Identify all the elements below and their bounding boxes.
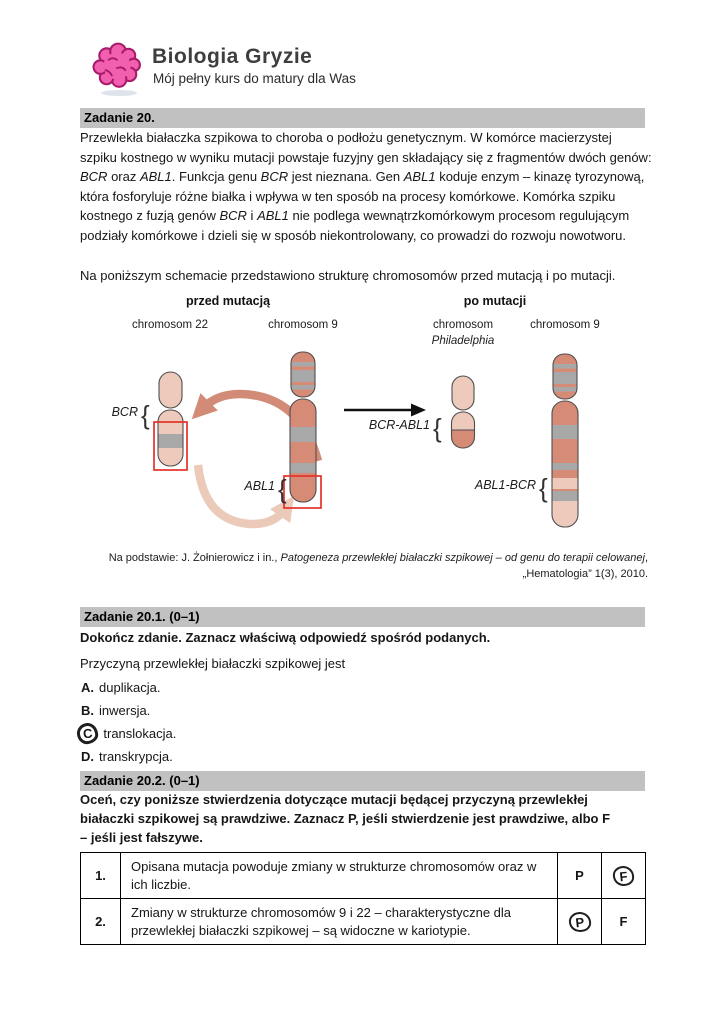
task-20-2-instruction: Oceń, czy poniższe stwierdzenia dotycząc… [80, 792, 611, 845]
option-d[interactable]: D. transkrypcja. [81, 745, 176, 768]
task-20-2-heading: Zadanie 20.2. (0–1) [80, 771, 645, 791]
row-2-f-cell[interactable]: F [601, 898, 646, 945]
label-bcr-abl1: BCR-ABL1 [369, 418, 430, 432]
label-chr22: chromosom 22 [132, 319, 208, 331]
option-d-text: transkrypcja. [99, 749, 173, 764]
label-abl1: ABL1 [243, 479, 275, 493]
option-a[interactable]: A. duplikacja. [81, 676, 176, 699]
task-20-heading: Zadanie 20. [80, 108, 645, 128]
label-chr9-before: chromosom 9 [268, 319, 338, 331]
row-2-p-cell[interactable]: P [557, 898, 602, 945]
brand-tagline: Mój pełny kurs do matury dla Was [153, 71, 356, 86]
row-2-statement: Zmiany w strukturze chromosomów 9 i 22 –… [120, 898, 558, 945]
option-c-selected[interactable]: C translokacja. [75, 721, 177, 746]
source-citation: Na podstawie: J. Żołnierowicz i in., Pat… [108, 552, 648, 580]
row-1-statement: Opisana mutacja powoduje zmiany w strukt… [120, 852, 558, 899]
label-bcr: BCR [112, 405, 138, 419]
translocation-arrow-down [193, 464, 295, 529]
row-2-f: F [619, 914, 628, 929]
table-row-1: 1. Opisana mutacja powoduje zmiany w str… [80, 852, 646, 899]
task-20-1-heading: Zadanie 20.1. (0–1) [80, 607, 645, 627]
before-mutation-title: przed mutacją [186, 294, 271, 308]
row-1-p: P [575, 868, 584, 883]
chromosome-diagram: przed mutacją po mutacji chromosom 22 ch… [112, 294, 600, 529]
option-c-letter-circled: C [75, 721, 100, 746]
after-mutation-title: po mutacji [464, 294, 527, 308]
philadelphia-chromosome-shape [450, 375, 476, 449]
abl1-brace: { [278, 474, 287, 504]
row-1-f-circled: F [612, 864, 635, 887]
bcr-region-box [153, 421, 188, 471]
label-chr9-after: chromosom 9 [530, 319, 600, 331]
option-a-text: duplikacja. [99, 680, 161, 695]
chromosome-9-before-shape [289, 351, 317, 503]
row-1-number: 1. [80, 852, 121, 899]
brand-title: Biologia Gryzie [152, 45, 313, 68]
logo-shadow [101, 90, 137, 96]
option-b-letter: B. [81, 703, 94, 718]
option-a-letter: A. [81, 680, 94, 695]
true-false-table: 1. Opisana mutacja powoduje zmiany w str… [80, 852, 646, 945]
label-philadelphia-2: Philadelphia [432, 335, 495, 347]
row-1-p-cell[interactable]: P [557, 852, 602, 899]
abl1-region-box [283, 475, 322, 509]
brain-logo-icon [92, 42, 141, 88]
table-row-2: 2. Zmiany w strukturze chromosomów 9 i 2… [80, 898, 646, 945]
row-1-f-cell[interactable]: F [601, 852, 646, 899]
label-abl1-bcr: ABL1-BCR [474, 478, 536, 492]
mutation-arrow [344, 403, 426, 417]
chromosome-9-after-shape [551, 353, 579, 528]
option-d-letter: D. [81, 749, 94, 764]
chromosome-22-shape [157, 371, 184, 467]
schema-intro: Na poniższym schemacie przedstawiono str… [80, 268, 616, 283]
bcr-abl1-brace: { [433, 413, 442, 443]
option-b[interactable]: B. inwersja. [81, 699, 176, 722]
row-2-number: 2. [80, 898, 121, 945]
abl1-bcr-brace: { [539, 473, 548, 503]
bcr-brace: { [141, 400, 150, 430]
option-b-text: inwersja. [99, 703, 151, 718]
task-20-1-stem: Przyczyną przewlekłej białaczki szpikowe… [80, 656, 346, 671]
answer-options: A. duplikacja. B. inwersja. C translokac… [75, 676, 177, 768]
task-20-1-instruction: Dokończ zdanie. Zaznacz właściwą odpowie… [80, 630, 491, 645]
label-philadelphia-1: chromosom [433, 319, 493, 331]
option-c-text: translokacja. [103, 726, 177, 741]
row-2-p-circled: P [567, 910, 592, 933]
task-20-paragraph: Przewlekła białaczka szpikowa to choroba… [80, 130, 652, 243]
